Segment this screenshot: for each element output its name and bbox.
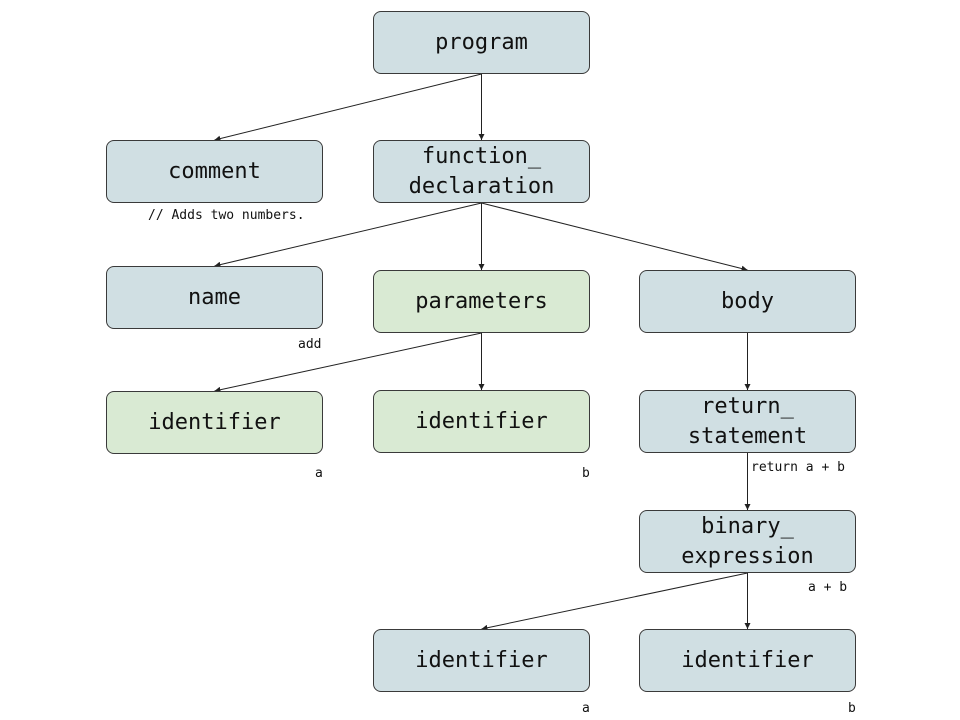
node-comment: comment xyxy=(106,140,323,203)
edge-function-to-name xyxy=(214,202,482,268)
node-ident-b2: identifier xyxy=(639,629,856,692)
annotation-ident-a2: a xyxy=(582,701,590,716)
annotation-return: return a + b xyxy=(751,460,845,475)
annotation-ident-b: b xyxy=(582,466,590,481)
node-binary: binary_ expression xyxy=(639,510,856,573)
node-return: return_ statement xyxy=(639,390,856,453)
edge-program-to-comment xyxy=(214,73,482,142)
edge-binary-to-ident-a2 xyxy=(481,572,748,631)
edge-function-to-body xyxy=(481,202,748,272)
annotation-binary: a + b xyxy=(808,580,848,595)
annotation-ident-b2: b xyxy=(848,701,856,716)
node-ident-b: identifier xyxy=(373,390,590,453)
node-program: program xyxy=(373,11,590,74)
annotation-comment: // Adds two numbers. xyxy=(148,208,305,223)
node-name: name xyxy=(106,266,323,329)
node-function: function_ declaration xyxy=(373,140,590,203)
annotation-name: add xyxy=(298,337,322,352)
node-parameters: parameters xyxy=(373,270,590,333)
node-ident-a2: identifier xyxy=(373,629,590,692)
edge-parameters-to-ident-a xyxy=(214,332,482,393)
node-ident-a: identifier xyxy=(106,391,323,454)
node-body: body xyxy=(639,270,856,333)
annotation-ident-a: a xyxy=(315,466,323,481)
